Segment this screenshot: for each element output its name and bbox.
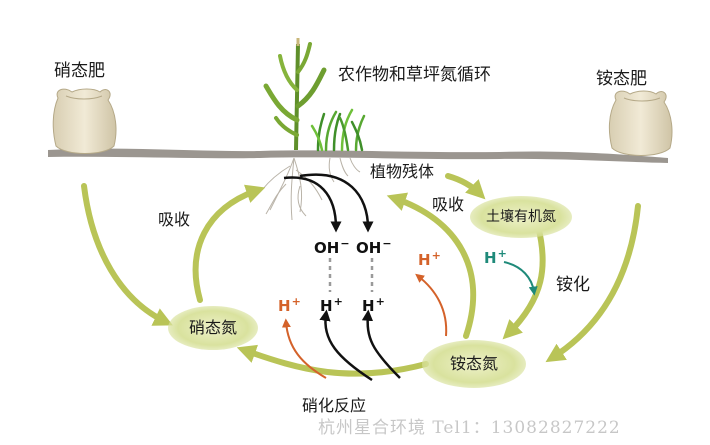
ammonification-label: 铵化 (556, 275, 590, 295)
arrow-nitrate-n-to-roots (192, 184, 266, 303)
hydrogen-ion-teal: H+ (484, 247, 507, 267)
nitrification-label: 硝化反应 (302, 396, 367, 415)
arrow-ammonium-n-to-roots (386, 192, 477, 339)
arrow-nitrate-fertilizer-to-nitrate-n (81, 183, 173, 326)
diagram-title: 农作物和草坪氮循环 (338, 65, 491, 85)
ammonium-fertilizer-bag-icon (608, 90, 673, 156)
watermark: 杭州星合环境 Tel1：13082827222 (318, 418, 621, 438)
arrow-residue-to-soil-organic-n (445, 173, 486, 200)
absorb-right-label: 吸收 (432, 195, 465, 214)
root-uptake-arrows (283, 173, 374, 233)
cycle-arrows (81, 173, 641, 377)
ion-dashes (328, 258, 374, 292)
ammonium-n-node: 铵态氮 (422, 340, 526, 388)
hydrogen-ion-orange-right: H+ (418, 249, 441, 269)
nitrate-n-label: 硝态氮 (188, 318, 237, 337)
ammonium-n-label: 铵态氮 (449, 354, 498, 373)
arrow-ammonium-n-to-nitrate-n (236, 344, 429, 377)
nitrate-n-node: 硝态氮 (168, 306, 258, 350)
plant-residue-label: 植物残体 (370, 162, 435, 181)
arrow-soil-organic-n-to-ammonium-n (502, 223, 546, 340)
hydrogen-ion-2: H+ (362, 295, 385, 315)
hydroxide-ion-1: OH− (314, 237, 350, 257)
soil-organic-n-node: 土壤有机氮 (470, 196, 572, 238)
nitrification-arrows (281, 261, 538, 382)
nitrate-fertilizer-label: 硝态肥 (54, 61, 105, 81)
hydroxide-ion-2: OH− (356, 237, 392, 257)
arrow-ammonium-fertilizer-to-ammonium-n (545, 203, 641, 363)
soil-organic-n-label: 土壤有机氮 (486, 209, 556, 225)
nitrate-fertilizer-bag-icon (52, 88, 117, 154)
corn-plant-icon (263, 38, 327, 151)
plant-roots (261, 157, 361, 221)
absorb-left-label: 吸收 (158, 210, 191, 229)
soil-surface (48, 148, 668, 163)
ammonium-fertilizer-label: 铵态肥 (596, 69, 647, 89)
hydrogen-ion-orange-left: H+ (278, 295, 301, 315)
grass-icon (310, 108, 366, 152)
hydrogen-ion-1: H+ (320, 295, 343, 315)
